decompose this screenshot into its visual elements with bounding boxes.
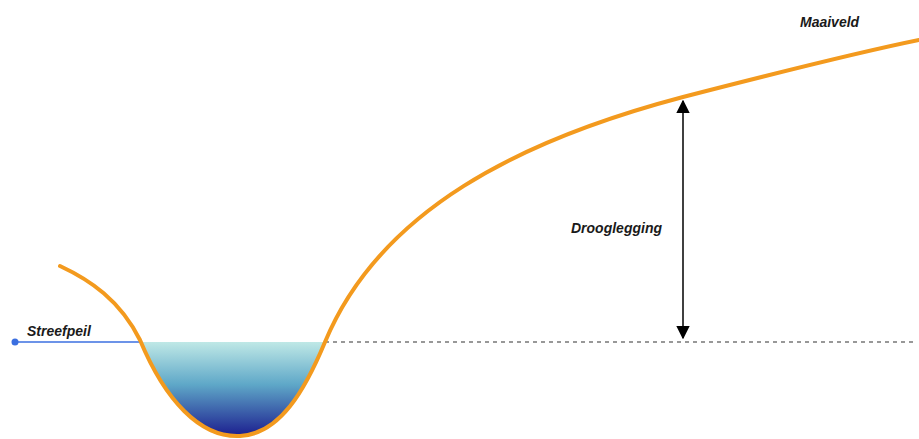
ground-label: Maaiveld <box>800 14 859 30</box>
dimension-arrow <box>682 101 684 338</box>
level-label: Streefpeil <box>27 323 91 339</box>
level-extension-dashed <box>325 341 915 342</box>
dimension-label: Drooglegging <box>571 220 662 236</box>
target-level-dot <box>12 339 19 346</box>
ground-surface-line <box>60 40 919 436</box>
target-level-line <box>15 341 140 343</box>
